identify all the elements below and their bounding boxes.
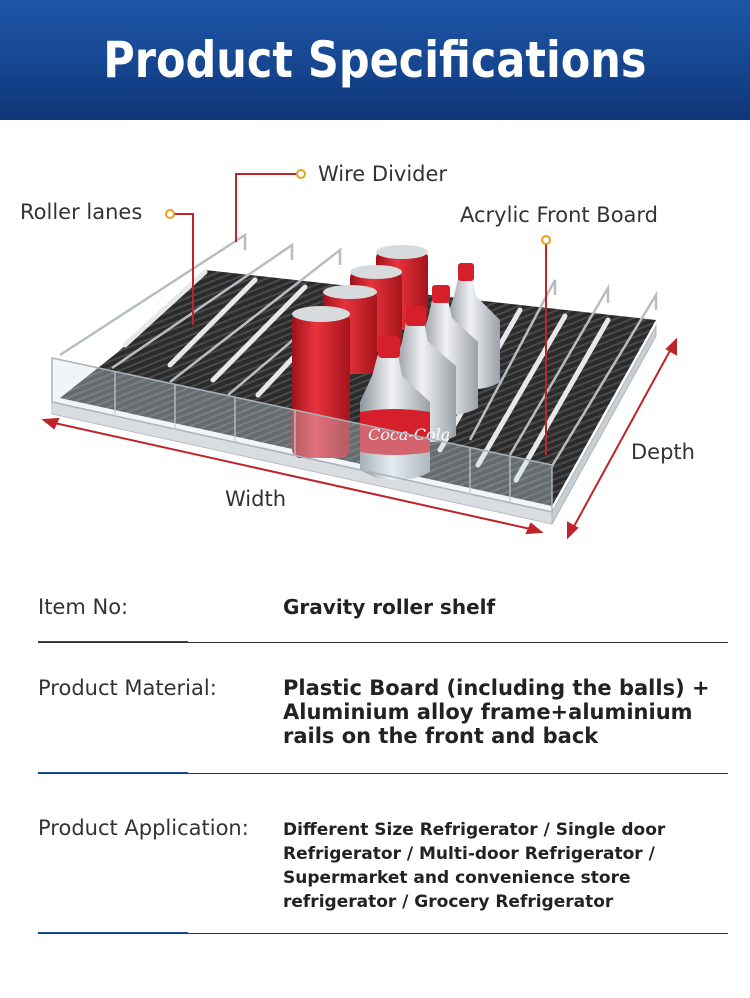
spec-value-line: Refrigerator / Multi-door Refrigerator / [283,844,655,864]
spec-value: Plastic Board (including the balls) + Al… [283,676,723,748]
shelf-tray [51,269,657,525]
separator [38,773,728,774]
callout-width: Width [225,487,287,511]
callout-dots [165,169,551,245]
spec-value-line: Aluminium alloy frame+aluminium [283,700,693,724]
spec-value-line: Plastic Board (including the balls) + [283,676,710,700]
product-diagram: Coca-Cola [0,120,750,560]
callout-wire-divider: Wire Divider [318,162,448,186]
spec-value-line: refrigerator / Grocery Refrigerator [283,892,614,912]
shelf-illustration: Coca-Cola [41,169,677,540]
front-board-dividers [114,372,511,503]
spec-value: Different Size Refrigerator / Single doo… [283,818,723,914]
header-banner: Product Specifications [0,0,750,120]
cans [292,245,428,458]
dimension-arrows [41,337,677,540]
spec-label: Item No: [38,595,129,619]
spec-label: Product Material: [38,676,217,700]
callout-roller-lanes: Roller lanes [20,200,143,224]
callout-depth: Depth [631,440,695,464]
spec-value-line: Different Size Refrigerator / Single doo… [283,820,666,840]
separator [38,642,728,643]
separator [38,933,728,934]
spec-value: Gravity roller shelf [283,595,496,619]
wire-dividers [59,232,658,467]
callout-acrylic-front-board: Acrylic Front Board [460,203,659,227]
spec-label: Product Application: [38,816,249,840]
spec-value-line: Supermarket and convenience store [283,868,631,888]
page-title: Product Specifications [103,31,647,89]
spec-value-line: rails on the front and back [283,724,599,748]
callout-lines [173,173,547,455]
acrylic-front-board [51,357,553,513]
